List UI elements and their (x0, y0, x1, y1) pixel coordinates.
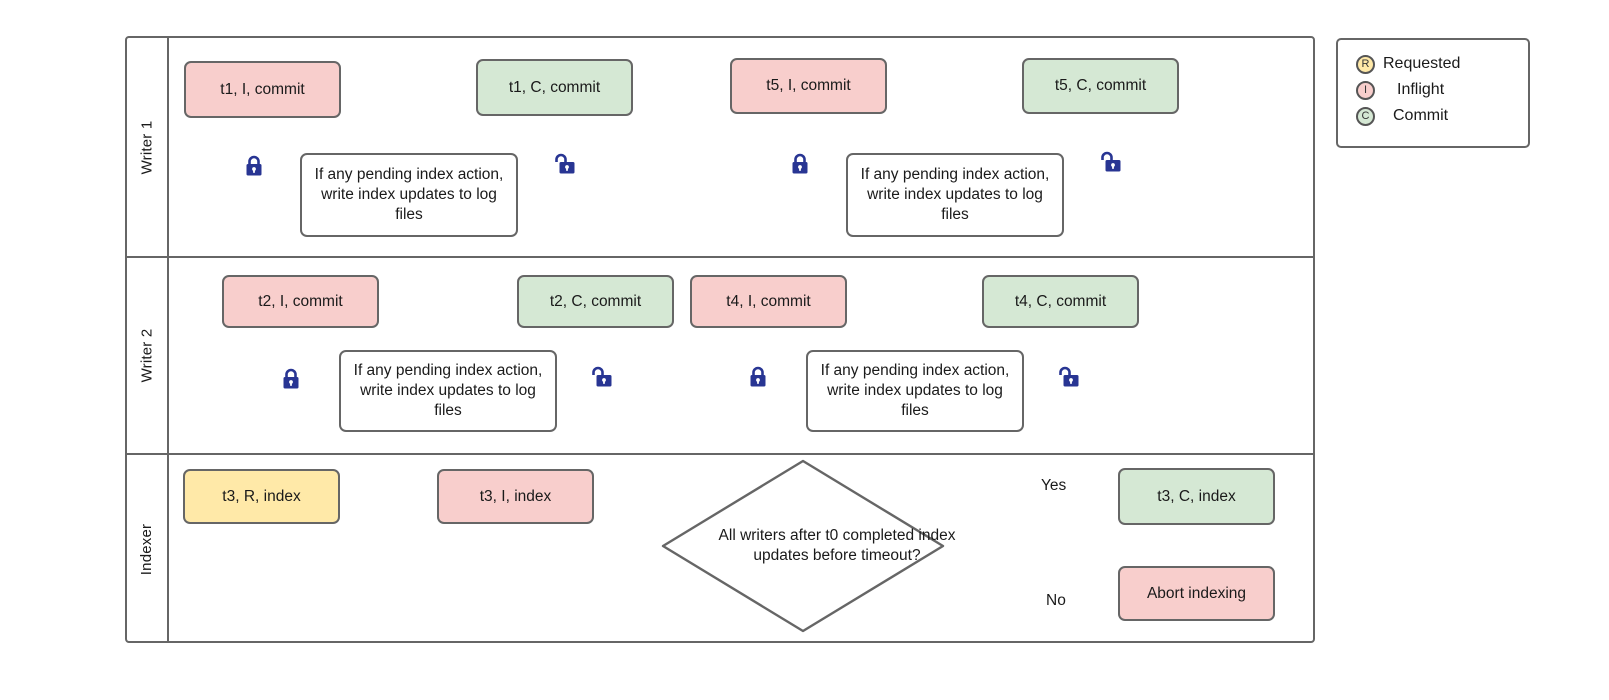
lane-header-writer-1: Writer 1 (127, 38, 169, 256)
lock-open-icon (592, 366, 612, 388)
node-w1-t1-inflight[interactable]: t1, I, commit (184, 61, 341, 118)
node-ix-t3-requested[interactable]: t3, R, index (183, 469, 340, 524)
legend-item-inflight: I Inflight (1356, 79, 1444, 101)
legend-label-inflight: Inflight (1397, 81, 1445, 98)
legend-box: R Requested I Inflight C Commit (1336, 38, 1530, 148)
lane-writer-2: Writer 2 (127, 258, 1313, 455)
legend-badge-commit: C (1356, 106, 1375, 126)
lock-open-icon (1059, 366, 1079, 388)
lock-open-icon (1101, 151, 1121, 173)
legend-item-commit: C Commit (1356, 105, 1448, 127)
node-ix-decision[interactable]: All writers after t0 completed index upd… (660, 458, 955, 634)
node-w1-t5-commit[interactable]: t5, C, commit (1022, 58, 1179, 114)
lane-label-writer-1: Writer 1 (138, 120, 156, 174)
lock-closed-icon (244, 155, 264, 177)
lock-closed-icon (790, 153, 810, 175)
legend-badge-inflight: I (1356, 80, 1375, 100)
legend-label-commit: Commit (1393, 107, 1449, 124)
node-w2-task-left[interactable]: If any pending index action, write index… (339, 350, 557, 432)
lock-closed-icon (748, 366, 768, 388)
node-w1-task-left[interactable]: If any pending index action, write index… (300, 153, 518, 237)
node-ix-abort[interactable]: Abort indexing (1118, 566, 1275, 621)
node-w2-t2-commit[interactable]: t2, C, commit (517, 275, 674, 328)
node-ix-t3-inflight[interactable]: t3, I, index (437, 469, 594, 524)
lane-header-writer-2: Writer 2 (127, 258, 169, 453)
node-w1-t1-commit[interactable]: t1, C, commit (476, 59, 633, 116)
lane-label-indexer: Indexer (138, 523, 156, 575)
legend-label-requested: Requested (1383, 55, 1461, 72)
node-w2-t4-commit[interactable]: t4, C, commit (982, 275, 1139, 328)
node-w2-t2-inflight[interactable]: t2, I, commit (222, 275, 379, 328)
legend-badge-requested: R (1356, 54, 1375, 74)
node-w2-task-right[interactable]: If any pending index action, write index… (806, 350, 1024, 432)
lock-open-icon (555, 153, 575, 175)
lane-header-indexer: Indexer (127, 455, 169, 643)
legend-item-requested: R Requested (1356, 53, 1460, 75)
lane-writer-1: Writer 1 (127, 38, 1313, 258)
node-w2-t4-inflight[interactable]: t4, I, commit (690, 275, 847, 328)
edge-label-yes: Yes (1041, 477, 1067, 494)
node-ix-t3-commit[interactable]: t3, C, index (1118, 468, 1275, 525)
lane-label-writer-2: Writer 2 (138, 328, 156, 383)
edge-label-no: No (1046, 592, 1066, 609)
lane-indexer: Indexer (127, 455, 1313, 643)
node-w1-task-right[interactable]: If any pending index action, write index… (846, 153, 1064, 237)
lock-closed-icon (281, 368, 301, 390)
node-w1-t5-inflight[interactable]: t5, I, commit (730, 58, 887, 114)
